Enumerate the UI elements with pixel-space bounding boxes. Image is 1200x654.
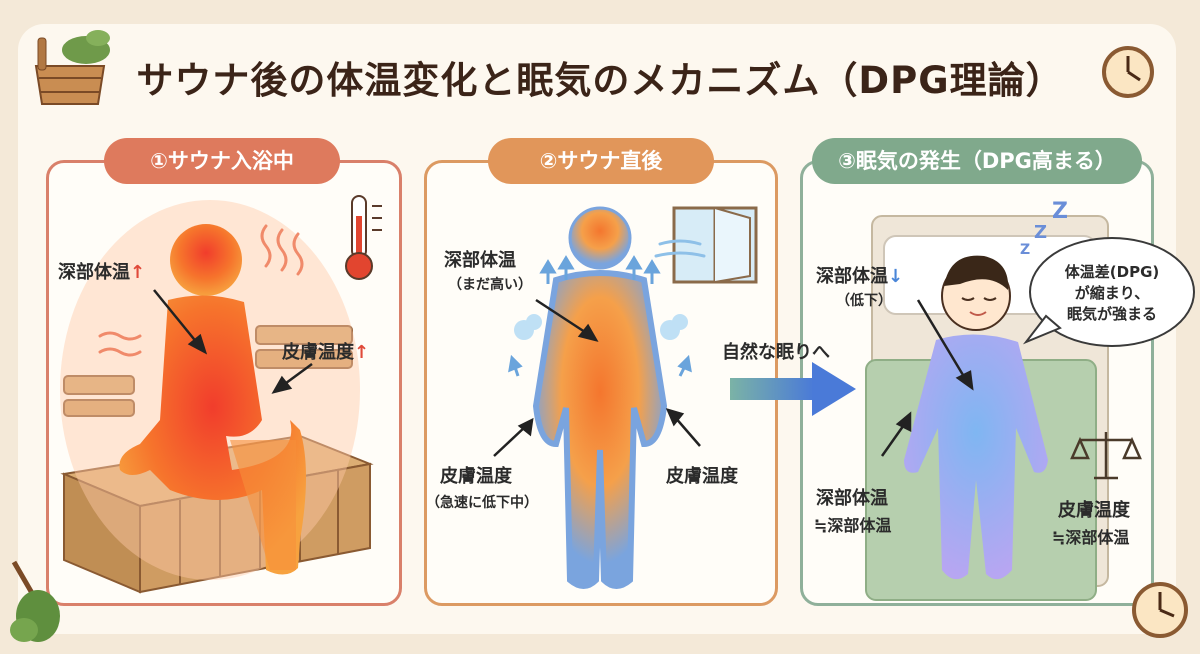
core-temp-note: （低下） xyxy=(836,293,892,309)
down-arrow-icon: ↓ xyxy=(888,266,904,287)
window-icon xyxy=(672,206,758,284)
up-arrow-icon: ↑ xyxy=(354,342,370,363)
clock-icon xyxy=(1132,582,1188,638)
core-temp-text: 深部体温 xyxy=(58,262,130,283)
pointer-arrow xyxy=(880,299,974,457)
skin-temp-left-label: 皮膚温度 xyxy=(440,466,512,487)
cooling-person xyxy=(532,206,668,589)
thermometer-icon xyxy=(345,195,382,280)
breeze-icon xyxy=(654,239,706,258)
core-temp-label: 深部体温↓ xyxy=(816,262,903,288)
core-equal-label: 深部体温 xyxy=(816,488,888,509)
pointer-arrow xyxy=(493,298,701,457)
panel-header-during-sauna: ①サウナ入浴中 xyxy=(104,138,340,184)
bubble-line: 体温差(DPG) xyxy=(1064,263,1160,281)
heat-release-arrows xyxy=(508,255,692,377)
hot-person xyxy=(119,224,306,575)
bubble-text: 体温差(DPG) が縮まり、 眠気が強まる xyxy=(1040,262,1184,325)
core-temp-label: 深部体温↑ xyxy=(58,258,145,284)
sauna-whisk-icon xyxy=(10,560,60,642)
core-temp-text: 深部体温 xyxy=(816,266,888,287)
balance-scale-icon xyxy=(1070,432,1142,480)
skin-temp-left-note: （急速に低下中） xyxy=(426,495,538,511)
pointer-arrow xyxy=(153,289,313,394)
transition-label: 自然な眠りへ xyxy=(722,342,830,363)
panel-header-sleepiness: ③眠気の発生（DPG高まる） xyxy=(812,138,1142,184)
skin-temp-label: 皮膚温度↑ xyxy=(282,338,369,364)
panel-header-after-sauna: ②サウナ直後 xyxy=(488,138,714,184)
sleep-z-icon: Z Z Z xyxy=(1020,199,1068,258)
heat-waves-icon xyxy=(98,224,304,357)
skin-temp-text: 皮膚温度 xyxy=(282,342,354,363)
steam-icon xyxy=(514,314,688,340)
zzz-medium: Z xyxy=(1034,222,1047,243)
zzz-small: Z xyxy=(1020,242,1030,258)
bubble-line: 眠気が強まる xyxy=(1066,305,1157,323)
speech-bubble xyxy=(1022,237,1195,347)
skin-equal-label: 皮膚温度 xyxy=(1058,500,1130,521)
skin-equal-note: ≒深部体温 xyxy=(1052,528,1130,547)
zzz-large: Z xyxy=(1052,199,1068,224)
bubble-line: が縮まり、 xyxy=(1074,284,1150,302)
core-temp-label: 深部体温 xyxy=(444,250,516,271)
core-temp-note: （まだ高い） xyxy=(448,277,532,293)
transition-arrow xyxy=(730,362,856,416)
sauna-bucket-icon xyxy=(34,30,110,105)
skin-temp-right-label: 皮膚温度 xyxy=(666,466,738,487)
core-equal-note: ≒深部体温 xyxy=(814,516,892,535)
up-arrow-icon: ↑ xyxy=(130,262,146,283)
clock-icon xyxy=(1102,46,1154,98)
page-title: サウナ後の体温変化と眠気のメカニズム（DPG理論） xyxy=(136,59,1064,102)
calm-person xyxy=(904,255,1048,580)
